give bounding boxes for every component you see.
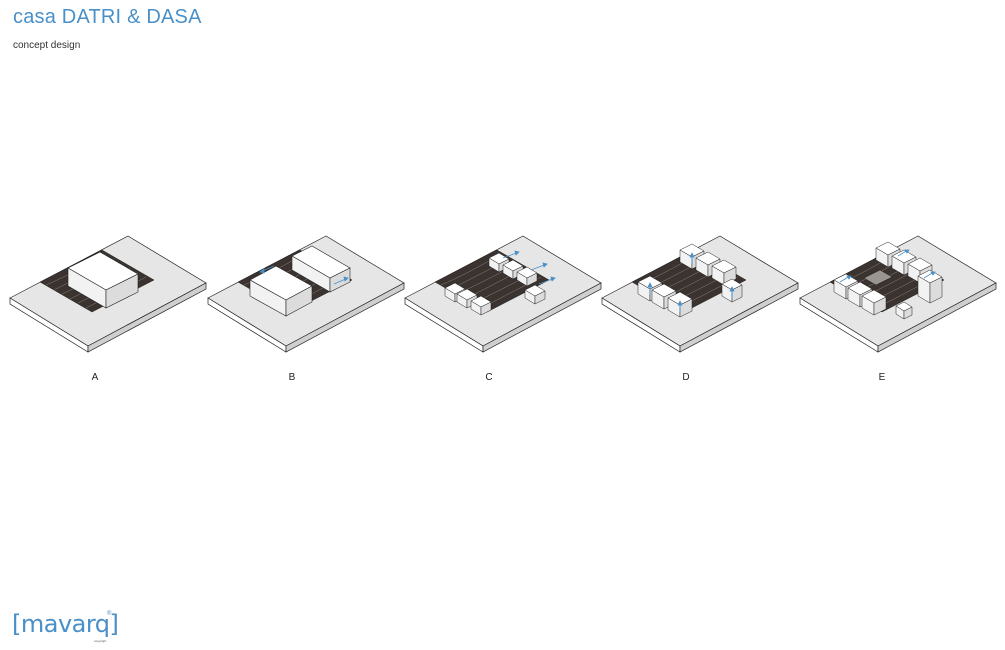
logo-registered-mark: ® bbox=[107, 611, 112, 617]
diagram-e-drawing bbox=[799, 235, 997, 353]
diagram-d bbox=[601, 228, 802, 358]
diagram-a bbox=[9, 228, 210, 358]
diagram-b-label: B bbox=[288, 372, 296, 383]
diagram-e bbox=[799, 228, 1000, 358]
diagram-c bbox=[404, 228, 605, 358]
diagram-a-drawing bbox=[9, 235, 207, 353]
diagram-c-drawing bbox=[404, 235, 602, 353]
mavarq-logo: [mavarq] ® copyright bbox=[12, 610, 122, 644]
diagram-d-drawing bbox=[601, 235, 799, 353]
logo-subtext: copyright bbox=[94, 639, 107, 643]
diagram-c-label: C bbox=[485, 372, 493, 383]
diagram-b bbox=[207, 228, 408, 358]
diagram-d-label: D bbox=[682, 372, 690, 383]
diagram-a-label: A bbox=[91, 372, 99, 383]
diagram-b-drawing bbox=[207, 235, 405, 353]
page-subtitle: concept design bbox=[13, 40, 81, 51]
page-title: casa DATRI & DASA bbox=[13, 6, 202, 28]
logo-text: [mavarq] bbox=[12, 610, 119, 638]
diagram-e-label: E bbox=[878, 372, 886, 383]
